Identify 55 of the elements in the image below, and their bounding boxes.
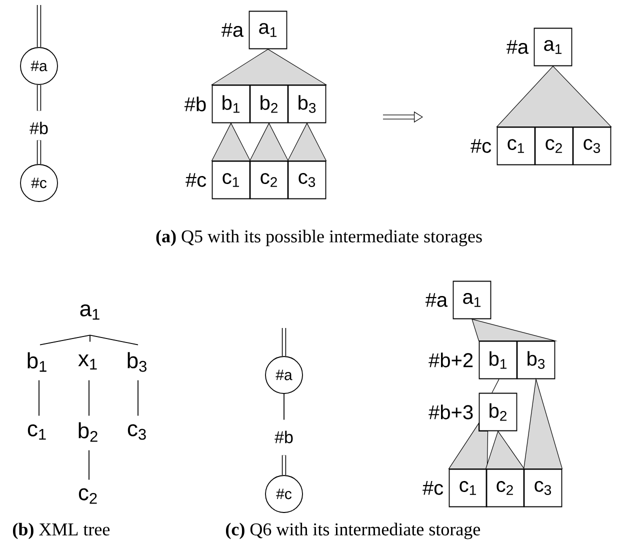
level-label: #a [221,23,244,37]
storage-cell: b$_{2}$ [478,392,518,432]
storage-cell: c$_{3}$ [572,126,612,166]
edge-line [90,334,138,346]
storage-cell: a$_{1}$ [534,28,572,66]
level-label: #c [470,139,492,153]
tree-node-label: b$_{2}$ [78,422,98,442]
level-label: #c [422,481,444,495]
edge-line [492,378,500,394]
subfigure-caption: (c) Q6 with its intermediate storage [226,522,480,540]
query-node: #a [265,356,303,394]
double-line [282,328,286,356]
double-line [36,5,42,48]
subfigure-caption: (a) Q5 with its possible intermediate storages [156,230,482,246]
tree-node-label: x$_{1}$ [78,354,97,370]
storage-cell: c$_{3}$ [524,468,562,508]
storage-cell: b$_{2}$ [250,84,288,124]
storage-cell: b$_{1}$ [478,340,518,380]
variable-label: #b [274,430,293,444]
tree-node-label: b$_{1}$ [28,352,46,372]
level-label: #c [186,173,206,187]
double-line [36,140,42,164]
query-node: #c [265,475,303,513]
level-label: #b [184,96,206,112]
tree-node-label: c$_{1}$ [28,424,46,440]
variable-label: #b [30,122,48,134]
edge-line [88,380,90,416]
storage-cell: b$_{3}$ [516,340,556,380]
edge-line [88,450,90,480]
query-node: #a [20,47,58,85]
tree-node-label: a$_{1}$ [80,304,100,320]
storage-cell: c$_{3}$ [288,160,326,200]
storage-cell: c$_{2}$ [486,468,524,508]
storage-cell: c$_{2}$ [534,126,574,166]
storage-cell: c$_{1}$ [496,126,536,166]
edge-line [40,334,90,346]
level-label: #b+3 [428,404,473,420]
double-line [282,455,286,476]
storage-cell: c$_{1}$ [448,468,488,508]
storage-cell: b$_{1}$ [212,84,250,124]
tree-node-label: c$_{2}$ [78,488,97,504]
double-line [36,84,42,111]
storage-cell: a$_{1}$ [248,10,288,50]
level-label: #b+2 [428,352,473,368]
storage-cell: b$_{3}$ [288,84,326,124]
level-label: #a [425,293,448,307]
query-node: #c [20,164,58,202]
tree-node-label: b$_{3}$ [128,352,146,372]
edge-line [38,380,40,416]
storage-cell: c$_{2}$ [250,160,288,200]
storage-cell: a$_{1}$ [452,280,492,320]
storage-cell: c$_{1}$ [212,160,250,200]
level-label: #a [506,40,529,54]
tree-node-label: c$_{3}$ [128,424,146,440]
subfigure-caption: (b) XML tree [13,522,110,540]
